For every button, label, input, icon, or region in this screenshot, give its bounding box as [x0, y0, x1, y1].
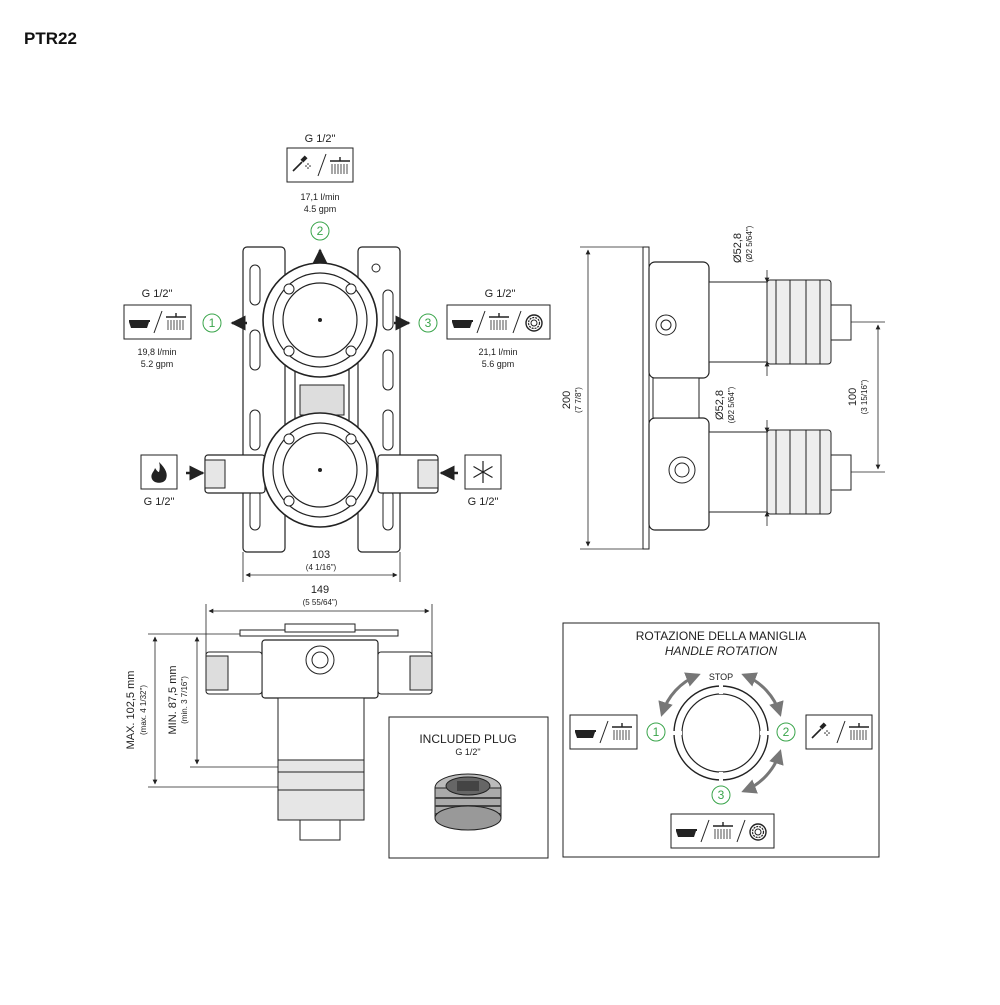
front-min-depth: MIN. 87,5 mm: [167, 665, 179, 734]
plug-thread: G 1/2": [455, 747, 480, 757]
front-width-mm: 149: [311, 584, 329, 596]
rotation-title-it: ROTAZIONE DELLA MANIGLIA: [636, 629, 806, 643]
bathtub-icon: [129, 320, 150, 328]
handle-rotation-box: ROTAZIONE DELLA MANIGLIA HANDLE ROTATION…: [562, 622, 880, 858]
outlet-2-thread: G 1/2": [305, 133, 336, 145]
bathtub-icon: [452, 320, 473, 328]
page-title: PTR22: [24, 29, 77, 48]
rotation-pos-1: 1: [653, 725, 660, 739]
side-spacing-in: (3 15/16"): [860, 379, 869, 414]
front-max-depth-in: (max. 4 1/32"): [139, 685, 148, 735]
outlet-1-icon-box: [123, 304, 192, 340]
rotation-pos-2: 2: [783, 725, 790, 739]
outlet-3-icon-box: [446, 304, 551, 340]
hot-inlet-thread: G 1/2": [144, 496, 175, 508]
plug-illustration: [434, 773, 502, 831]
stop-label: STOP: [709, 672, 733, 682]
side-height-in: (7 7/8"): [574, 387, 583, 413]
bathtub-icon: [676, 829, 697, 837]
included-plug-box: INCLUDED PLUG G 1/2": [388, 716, 549, 859]
outlet-1-number: 1: [209, 316, 216, 330]
cold-inlet-icon-box: [464, 454, 502, 490]
top-width-mm: 103: [312, 549, 330, 561]
snowflake-icon: [473, 461, 493, 483]
rotation-title-en: HANDLE ROTATION: [665, 644, 778, 658]
front-view: 149 (5 55/64") MAX. 102,5 mm (max. 4 1/3…: [125, 584, 433, 841]
outlet-3-thread: G 1/2": [485, 288, 516, 300]
outlet-2-number: 2: [317, 224, 324, 238]
front-min-depth-in: (min. 3 7/16"): [180, 676, 189, 724]
outlet-3-flow-gpm: 5.6 gpm: [482, 359, 515, 369]
flame-icon: [151, 462, 167, 483]
side-spacing-mm: 100: [847, 388, 859, 406]
outlet-3-flow-lmin: 21,1 l/min: [478, 347, 517, 357]
side-height-mm: 200: [561, 391, 573, 409]
outlet-2-flow-lmin: 17,1 l/min: [300, 192, 339, 202]
top-view: G 1/2" 17,1 l/min 4.5 gpm 2 G 1/2" 19,8 …: [123, 133, 551, 582]
side-view: 200 (7 7/8") Ø52,8 (Ø2 5/64") Ø52,8 (Ø2 …: [561, 225, 885, 550]
rotation-pos-1-icons: [569, 714, 638, 750]
top-width-in: (4 1/16"): [306, 563, 337, 572]
outlet-2-icon-box: [286, 147, 354, 183]
front-max-depth: MAX. 102,5 mm: [125, 671, 137, 750]
outlet-2-flow-gpm: 4.5 gpm: [304, 204, 337, 214]
bathtub-icon: [575, 730, 596, 738]
outlet-3-number: 3: [425, 316, 432, 330]
plug-title: INCLUDED PLUG: [419, 732, 516, 746]
cold-inlet-thread: G 1/2": [468, 496, 499, 508]
side-diam-bot-mm: Ø52,8: [714, 390, 726, 420]
side-diam-bot-in: (Ø2 5/64"): [727, 386, 736, 423]
hot-inlet-icon-box: [140, 454, 178, 490]
outlet-1-thread: G 1/2": [142, 288, 173, 300]
front-width-in: (5 55/64"): [303, 598, 338, 607]
rotation-pos-3: 3: [718, 788, 725, 802]
rotation-pos-3-icons: [670, 813, 775, 849]
outlet-1-flow-gpm: 5.2 gpm: [141, 359, 174, 369]
side-diam-top-in: (Ø2 5/64"): [745, 225, 754, 262]
outlet-1-flow-lmin: 19,8 l/min: [137, 347, 176, 357]
rotation-pos-2-icons: [805, 714, 873, 750]
side-diam-top-mm: Ø52,8: [732, 233, 744, 263]
